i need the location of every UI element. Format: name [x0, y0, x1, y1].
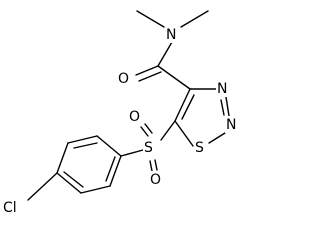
atom-bg-n-ring-top	[216, 80, 231, 97]
bond-carbonyl-ring	[157, 65, 191, 90]
bond-c-o-double-1	[135, 65, 159, 76]
chemical-structure-diagram: N O N N S S O O Cl	[2, 10, 240, 216]
atom-bg-n-ring-bottom	[225, 116, 240, 133]
atom-bg-s-sulfonyl	[143, 138, 157, 157]
bond-ar-cl	[27, 172, 58, 201]
atom-cl: Cl	[3, 200, 17, 216]
bond-c5-c4-double	[181, 94, 195, 120]
bond-ar-double-c	[105, 156, 116, 182]
bond-s1-c5	[174, 120, 194, 147]
bond-n3-n2-double	[220, 99, 225, 116]
bond-n-carbonyl	[157, 41, 173, 67]
bond-ar-double-b	[63, 171, 84, 188]
bond-methyl-right	[180, 10, 209, 28]
atom-bg-n-amide	[165, 26, 180, 43]
atom-bg-o-carbonyl	[117, 70, 133, 87]
bond-lines	[27, 10, 230, 201]
atom-s-ring: S	[195, 140, 204, 156]
bond-methyl-left	[136, 10, 165, 28]
bond-ar-4	[56, 172, 82, 194]
bond-c5-c4	[174, 88, 191, 122]
bond-s-o-top-1	[140, 126, 149, 137]
bond-ar-1	[96, 135, 122, 157]
atom-n-ring-bottom: N	[226, 117, 236, 133]
atom-n-ring-top: N	[217, 81, 227, 97]
bond-s-o-top-2	[144, 123, 153, 134]
atom-bg-o-sulfonyl-bottom	[149, 171, 165, 188]
bond-ar-5	[80, 185, 111, 194]
bond-n3-n2	[225, 96, 230, 117]
atom-o-sulfonyl-bottom: O	[150, 172, 161, 188]
atom-n-amide: N	[166, 27, 176, 43]
atom-bg-o-sulfonyl-top	[128, 108, 144, 125]
bond-c5-sulfonyl	[160, 120, 176, 141]
atom-bg-cl	[2, 198, 26, 216]
bond-s-o-bottom-1	[149, 160, 153, 172]
bond-c-o-double-2	[138, 71, 162, 82]
atom-bg-s-ring	[194, 139, 208, 156]
atom-o-carbonyl: O	[118, 71, 129, 87]
atom-o-sulfonyl-top: O	[129, 109, 140, 125]
bond-s-o-bottom-2	[154, 159, 158, 171]
bond-ar-6	[109, 155, 122, 187]
bond-ar-3	[56, 142, 69, 174]
bond-ar-2	[67, 135, 98, 144]
bond-s-aryl	[120, 149, 144, 157]
bond-ar-double-a	[73, 142, 98, 149]
atom-s-sulfonyl: S	[144, 140, 153, 156]
atom-labels: N O N N S S O O Cl	[2, 26, 240, 216]
bond-n2-s1	[208, 132, 226, 144]
